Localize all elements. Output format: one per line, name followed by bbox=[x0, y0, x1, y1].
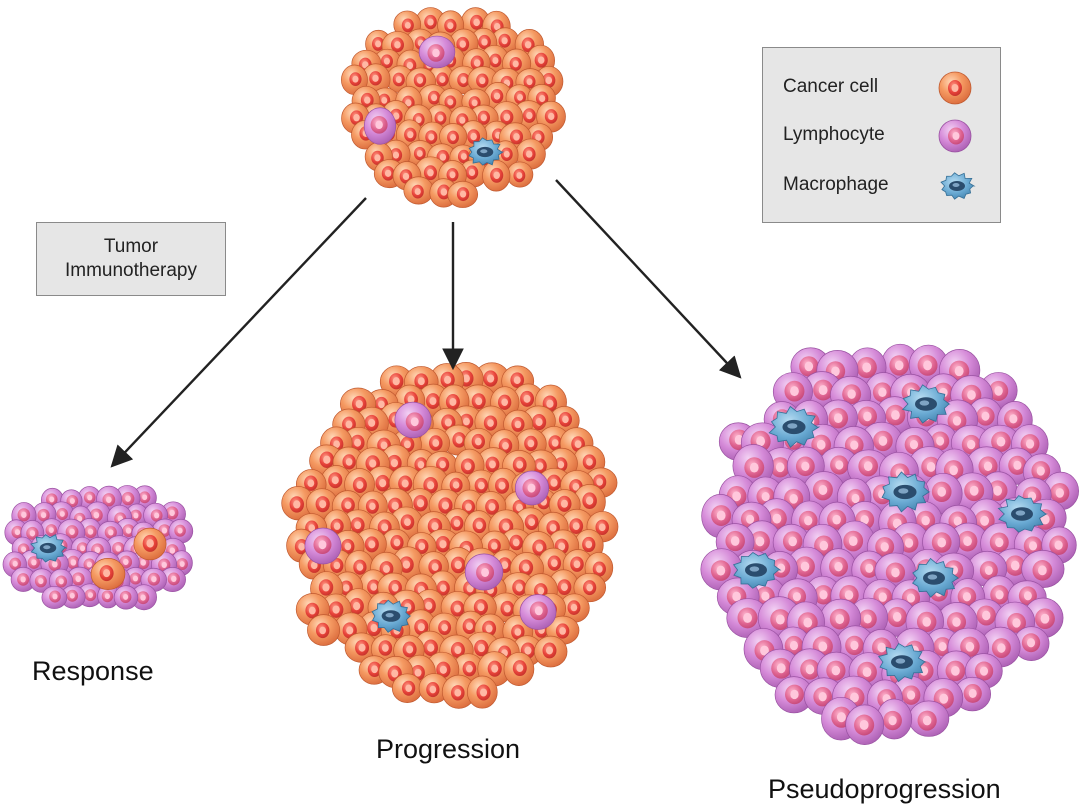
macrophage-icon bbox=[940, 172, 976, 200]
macrophage-cell bbox=[732, 552, 782, 589]
lymphocyte-cell bbox=[953, 676, 992, 712]
lymphocyte-cell bbox=[514, 470, 550, 506]
cancer-cell bbox=[441, 674, 476, 709]
cancer-cell bbox=[439, 123, 468, 150]
macrophage-cell bbox=[371, 599, 412, 633]
lymphocyte-cell bbox=[908, 700, 950, 737]
lymphocyte-cell bbox=[394, 401, 432, 439]
lymphocyte-cell bbox=[948, 522, 989, 561]
cancer-cell bbox=[482, 159, 511, 192]
macrophage-cell bbox=[30, 534, 68, 563]
lymphocyte-cell bbox=[10, 566, 36, 592]
lymphocyte-cell bbox=[923, 472, 963, 515]
cancer-cell bbox=[403, 176, 434, 205]
lymphocyte-cell bbox=[113, 585, 139, 610]
therapy-label-line2: Immunotherapy bbox=[64, 260, 197, 281]
lymphocyte-cell bbox=[519, 594, 557, 630]
lymphocyte-cell bbox=[84, 501, 111, 529]
macrophage-cell bbox=[881, 471, 931, 513]
initial-tumor-cluster bbox=[341, 7, 566, 208]
lymphocyte-cell bbox=[845, 704, 885, 745]
cancer-cell bbox=[391, 673, 423, 703]
response-caption: Response bbox=[32, 656, 154, 686]
macrophage-cell bbox=[768, 405, 821, 448]
cancer-cell bbox=[307, 614, 341, 646]
lymphocyte-cell bbox=[803, 471, 845, 511]
legend-label-macrophage: Macrophage bbox=[783, 174, 889, 195]
lymphocyte-cell bbox=[464, 553, 504, 591]
cancer-cell bbox=[281, 486, 315, 521]
lymphocyte-cell bbox=[159, 567, 186, 593]
lymphocyte-cell bbox=[876, 698, 913, 740]
pseudoprogression-tumor-cluster bbox=[700, 343, 1079, 745]
cancer-cell bbox=[344, 632, 379, 663]
lymphocyte-cell bbox=[60, 585, 86, 609]
cancer-cell bbox=[305, 488, 338, 520]
lymphocyte-cell bbox=[304, 527, 342, 565]
lymphocyte-cell bbox=[418, 35, 456, 69]
cancer-cell bbox=[573, 572, 607, 603]
cancer-cell bbox=[418, 673, 450, 704]
progression-caption: Progression bbox=[376, 734, 521, 764]
legend: Cancer cell Lymphocyte Macrophage bbox=[762, 47, 1001, 223]
lymphocyte-cell bbox=[964, 653, 1003, 689]
macrophage-cell bbox=[997, 495, 1048, 533]
macrophage-cell bbox=[901, 384, 951, 424]
pseudoprogression-caption: Pseudoprogression bbox=[768, 774, 1001, 804]
macrophage-cell bbox=[878, 642, 927, 683]
lymphocyte-icon bbox=[938, 119, 972, 153]
legend-label-lymphocyte: Lymphocyte bbox=[783, 124, 885, 145]
cancer-cell bbox=[506, 161, 534, 188]
lymphocyte-cell bbox=[97, 584, 120, 609]
cancer-cell bbox=[90, 558, 126, 590]
tumor-immunotherapy-label: Tumor Immunotherapy bbox=[36, 222, 226, 296]
cancer-cell bbox=[503, 652, 535, 686]
lymphocyte-cell bbox=[1013, 626, 1050, 661]
macrophage-cell bbox=[911, 557, 960, 598]
lymphocyte-cell bbox=[29, 568, 54, 593]
cancer-cell bbox=[466, 675, 498, 709]
lymphocyte-cell bbox=[979, 372, 1018, 409]
lymphocyte-cell bbox=[363, 107, 397, 145]
macrophage-cell bbox=[468, 137, 505, 166]
cancer-cell-icon bbox=[938, 71, 972, 105]
therapy-label-line1: Tumor bbox=[103, 236, 159, 257]
lymphocyte-cell bbox=[168, 518, 194, 544]
cancer-cell bbox=[534, 635, 568, 668]
arrow-to-response bbox=[110, 197, 367, 468]
lymphocyte-cell bbox=[41, 585, 68, 609]
lymphocyte-cell bbox=[1021, 549, 1065, 589]
arrow-to-pseudoprogression bbox=[555, 179, 742, 379]
cancer-cell bbox=[447, 180, 479, 208]
legend-label-cancer-cell: Cancer cell bbox=[783, 76, 879, 97]
progression-tumor-cluster bbox=[281, 362, 619, 709]
cancer-cell bbox=[133, 527, 167, 561]
response-tumor-cluster bbox=[2, 485, 194, 611]
